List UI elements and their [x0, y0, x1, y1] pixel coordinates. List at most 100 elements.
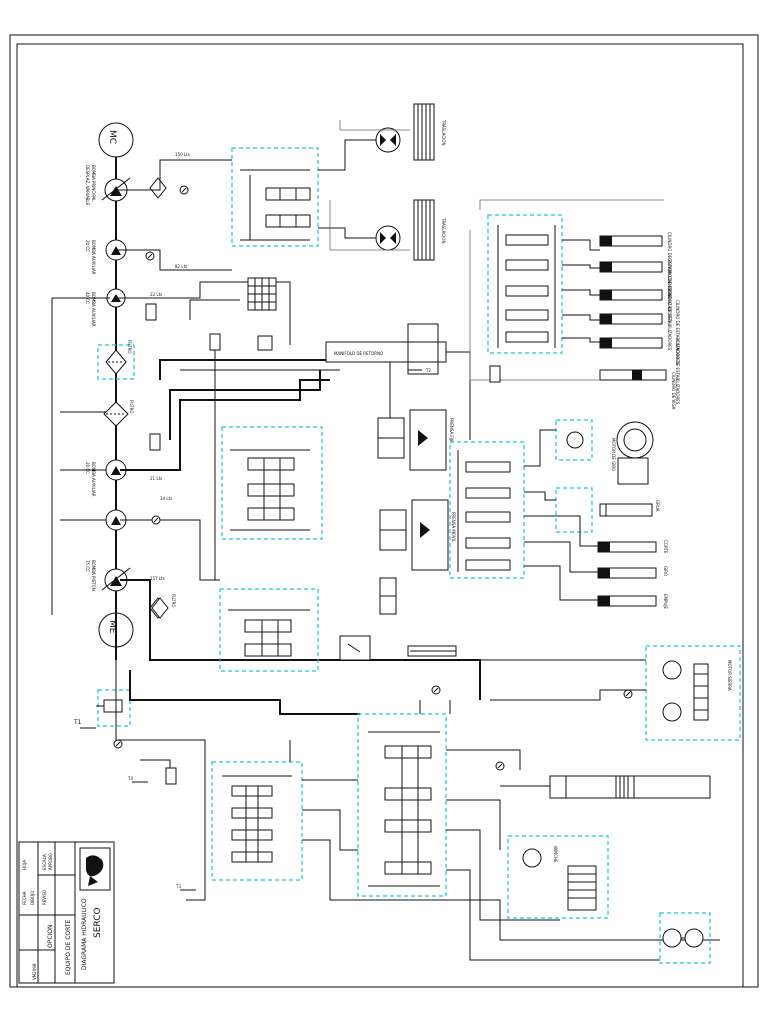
relief-valve-4 [489, 365, 501, 383]
right-label-3: CILINDRO DE ESTABILIZADORES [667, 286, 672, 351]
pressure-gauge-1 [179, 185, 189, 195]
tb-field-3: REVISO [42, 890, 47, 905]
flow-82: 82 Lts [175, 264, 187, 269]
press-fixed: PRENSA FIJA [377, 409, 454, 471]
saw-motor-block: MOTOR SIERRA [645, 645, 741, 741]
right-label-2: CILINDRO DE ESTABILIZADORES [667, 258, 672, 323]
tank-t2: T2 [408, 368, 431, 373]
traction-motor-bottom: TRASLACION [375, 199, 446, 261]
pump-spec-5: 75 CC [85, 560, 90, 572]
svg-text:TRASLACION: TRASLACION [441, 119, 446, 145]
small-check-valve [379, 577, 397, 615]
relief-valve-6 [257, 335, 273, 351]
pressure-gauge-2 [145, 251, 155, 261]
relief-valve-2 [149, 433, 161, 451]
crane-cylinder-block: GRUA [555, 487, 660, 533]
tb-field-4: APROBO [48, 853, 53, 870]
svg-text:MC: MC [107, 130, 117, 144]
top-valve-block [231, 147, 319, 247]
right-mid-valve-bank [449, 441, 525, 579]
line-to-traction-bottom [318, 227, 376, 239]
filter-right [151, 597, 169, 619]
svg-text:EMPUJE: EMPUJE [663, 594, 668, 609]
bottom-motor-block [659, 912, 711, 964]
svg-text:PRENSA MOVIL: PRENSA MOVIL [451, 512, 456, 543]
drawing-subtitle: OPCION [47, 924, 54, 948]
relief-valve-1 [145, 303, 157, 321]
filter-label-1: FILTRO [127, 340, 132, 354]
filter-left-1 [97, 344, 135, 380]
tb-field-1: FECHA [22, 891, 27, 905]
lower-lines [140, 700, 720, 961]
tank-t1: T1 [73, 689, 131, 729]
svg-text:GIRO: GIRO [663, 566, 668, 576]
stabilizer-lines [469, 199, 664, 381]
flow-34: 34 Lts [160, 496, 172, 501]
lower-valve-bank [357, 713, 447, 897]
diesel-motor: MC [98, 122, 134, 158]
swing-motor-block: MOTOR DE GIRO [555, 419, 654, 485]
line-to-traction-top [318, 139, 376, 171]
stabilizer-cylinders [599, 235, 667, 381]
svg-text:MOTOR DE GIRO: MOTOR DE GIRO [611, 438, 616, 471]
feed-cylinder [500, 775, 711, 799]
company-name: SERCO [93, 907, 103, 938]
electric-motor: ME [98, 612, 134, 648]
svg-text:PRENSA FIJA: PRENSA FIJA [449, 418, 454, 443]
pressure-gauge-4 [113, 739, 123, 749]
pressure-gauge-7 [623, 689, 633, 699]
press-mobile: PRENSA MOVIL [379, 499, 456, 571]
svg-text:MANIFOLD DE RETORNO: MANIFOLD DE RETORNO [334, 351, 383, 356]
filter-main [149, 177, 167, 619]
filter-left-2 [103, 401, 129, 427]
pump-label-5: BOMBA PISTON [91, 560, 96, 591]
lower-left-valve-bank [211, 761, 303, 881]
pressure-gauge-5 [431, 685, 441, 695]
svg-text:GRUA: GRUA [655, 500, 660, 512]
svg-text:TRASLACION: TRASLACION [441, 217, 446, 243]
left-return-lines [51, 297, 110, 615]
pressure-gauge-6 [495, 761, 505, 771]
relief-valve-3 [165, 767, 177, 785]
pressure-gauge-3 [151, 515, 161, 525]
svg-text:T4: T4 [127, 776, 133, 781]
right-label-5: CILINDRO DE ESTABILIZADORES [675, 340, 680, 405]
drawing-title: DIAGRAMA HIDRAULICO [81, 898, 88, 970]
title-block: SERCO DIAGRAMA HIDRAULICO EQUIPO DE CORT… [18, 841, 115, 984]
pump-label-3: BOMBA AUXILIAR [91, 292, 96, 327]
pump-spec-1: DESPLAZ. VARIABLE [85, 165, 90, 206]
flow-22: 22 Lts [150, 292, 162, 297]
right-mid-lines [524, 429, 598, 601]
sheet-inner-border [16, 43, 744, 988]
svg-text:T2: T2 [425, 368, 431, 373]
svg-text:T1: T1 [73, 719, 82, 726]
mid-valve-block-1 [221, 426, 323, 540]
filter-label-2: FILTRO [129, 400, 134, 414]
svg-text:ME: ME [107, 620, 117, 634]
tb-field-6: HOJA [22, 860, 27, 870]
filter-label-3: FILTRO [171, 594, 176, 608]
svg-text:MOTOR SIERRA: MOTOR SIERRA [727, 660, 732, 691]
right-label-6: CILINDRO DE VIGA [671, 372, 676, 410]
tank-t4: T4 [127, 776, 148, 783]
equipment-name: EQUIPO DE CORTE [65, 919, 72, 975]
right-label-4: CILINDRO DE ESTABILIZADORES [675, 300, 680, 365]
company-logo [79, 847, 111, 891]
flow-21: 21 Lts [150, 476, 162, 481]
flow-157: 157 Lts [150, 576, 165, 581]
main-pump-top [101, 177, 131, 202]
winch-assembly: WINCHE [507, 835, 609, 919]
relief-valve-5 [209, 333, 221, 351]
flow-150: 150 Lts [175, 152, 190, 157]
drawing-code: VM2098 [32, 963, 37, 980]
tank-t3: T3 [175, 884, 196, 891]
tb-field-2: DIBUJO [30, 891, 35, 905]
pump-label-2: BOMBA AUXILIAR [91, 240, 96, 275]
mid-valve-block-2 [219, 588, 319, 672]
svg-text:T3: T3 [175, 884, 181, 889]
traction-motor-top: TRASLACION [375, 103, 446, 161]
pump-spec-4: 20 CC [85, 462, 90, 474]
right-mid-cylinders: CORTE GIRO EMPUJE [597, 540, 668, 609]
